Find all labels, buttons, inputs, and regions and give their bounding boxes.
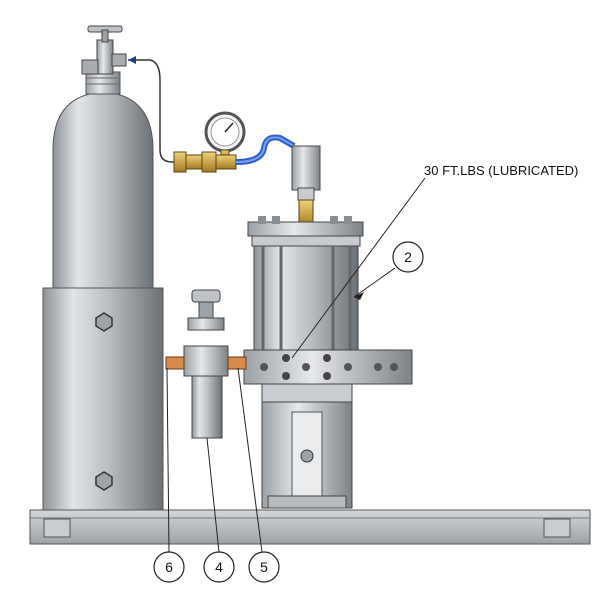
svg-text:4: 4 <box>215 559 223 575</box>
gas-cylinder <box>42 71 164 511</box>
leader-arrow-2 <box>354 292 364 300</box>
pressure-gauge <box>204 111 246 161</box>
fitting-left <box>165 356 185 370</box>
balloon-2: 2 <box>392 241 424 273</box>
blue-hose <box>235 134 296 165</box>
balloon-6: 6 <box>153 551 185 583</box>
leader-lines <box>166 177 426 553</box>
press-lower-frame <box>261 383 353 509</box>
mounting-bar <box>243 349 413 385</box>
balloon-4: 4 <box>203 551 235 583</box>
balloon-5: 5 <box>248 551 280 583</box>
svg-text:6: 6 <box>165 559 173 575</box>
press-cylinder-body <box>253 245 359 351</box>
fitting-right <box>227 356 247 370</box>
svg-text:2: 2 <box>404 249 412 265</box>
brass-tee-fitting <box>173 151 237 173</box>
regulator <box>183 289 229 439</box>
base-plate <box>29 509 591 545</box>
supply-hose <box>128 56 190 163</box>
inlet-fitting <box>291 145 321 227</box>
cylinder-valve <box>81 25 127 75</box>
torque-note: 30 FT.LBS (LUBRICATED) <box>424 163 578 178</box>
svg-text:5: 5 <box>260 559 268 575</box>
press-top-plate <box>247 216 364 247</box>
